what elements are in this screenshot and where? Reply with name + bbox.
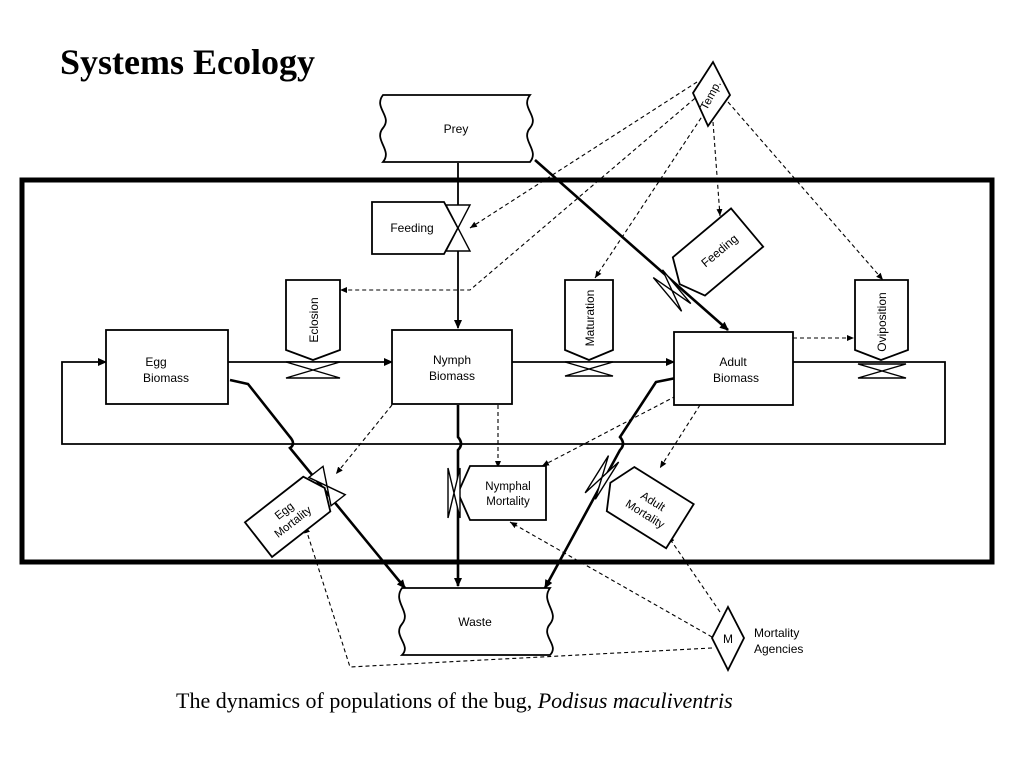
adult-biomass-box: Adult Biomass [673,331,794,406]
nymph-biomass-line1: Nymph [433,353,471,367]
nymph-biomass-line2: Biomass [429,369,475,383]
figure-caption: The dynamics of populations of the bug, … [176,688,733,713]
flow-prey-to-adult [534,159,729,331]
nymphal-mortality-line2: Mortality [486,496,530,508]
mortality-agencies-driver: M Mortality Agencies [710,605,803,673]
control-agencies-egg [304,525,713,668]
egg-biomass-line2: Biomass [143,371,189,385]
control-temp-feeding-nymph [469,81,698,229]
temperature-driver: Temp. [691,60,732,128]
control-agencies-nymphal [509,521,713,638]
control-temp-maturation [594,111,706,279]
oviposition-process: Oviposition [854,279,909,379]
waste-sink: Waste [398,587,554,656]
adult-mortality-process: Adult Mortality [584,455,695,550]
mortality-agencies-line2: Agencies [754,642,803,656]
control-temp-feeding-adult [712,121,723,217]
caption-species: Podisus maculiventris [537,688,733,713]
system-boundary [19,177,995,565]
control-agencies-adult [667,535,721,613]
control-nymph-egg-mortality [335,404,393,475]
egg-mortality-process: Egg Mortality [243,465,347,559]
adult-biomass-line2: Biomass [713,371,759,385]
oviposition-label: Oviposition [875,292,889,351]
egg-biomass-box: Egg Biomass [105,329,229,405]
slide-title: Systems Ecology [60,42,315,82]
eclosion-label: Eclosion [307,297,321,342]
feeding-nymph-label: Feeding [390,221,433,235]
flow-nymph-to-waste [454,405,463,587]
maturation-label: Maturation [583,290,597,347]
flow-adult-to-waste [543,376,677,589]
maturation-process: Maturation [564,279,614,377]
feeding-adult-process: Feeding [652,207,765,312]
mortality-agencies-line1: Mortality [754,626,799,640]
control-adult-adult-mortality [659,404,701,469]
mortality-symbol: M [723,632,733,646]
recycling-loop [61,358,946,445]
egg-biomass-line1: Egg [145,355,166,369]
flow-egg-to-waste [229,378,407,589]
adult-biomass-line1: Adult [719,355,747,369]
control-adult-nymph-interaction [541,395,677,467]
nymphal-mortality-line1: Nymphal [485,481,530,493]
nymphal-mortality-process: Nymphal Mortality [447,465,547,521]
waste-label: Waste [458,615,492,629]
prey-label: Prey [444,122,469,136]
control-temp-oviposition [727,101,884,281]
feeding-nymph-process: Feeding [371,201,472,255]
nymph-biomass-box: Nymph Biomass [391,329,513,405]
prey-source: Prey [379,94,534,163]
control-temp-eclosion [340,93,701,293]
eclosion-process: Eclosion [285,279,341,379]
caption-text: The dynamics of populations of the bug, [176,688,538,713]
